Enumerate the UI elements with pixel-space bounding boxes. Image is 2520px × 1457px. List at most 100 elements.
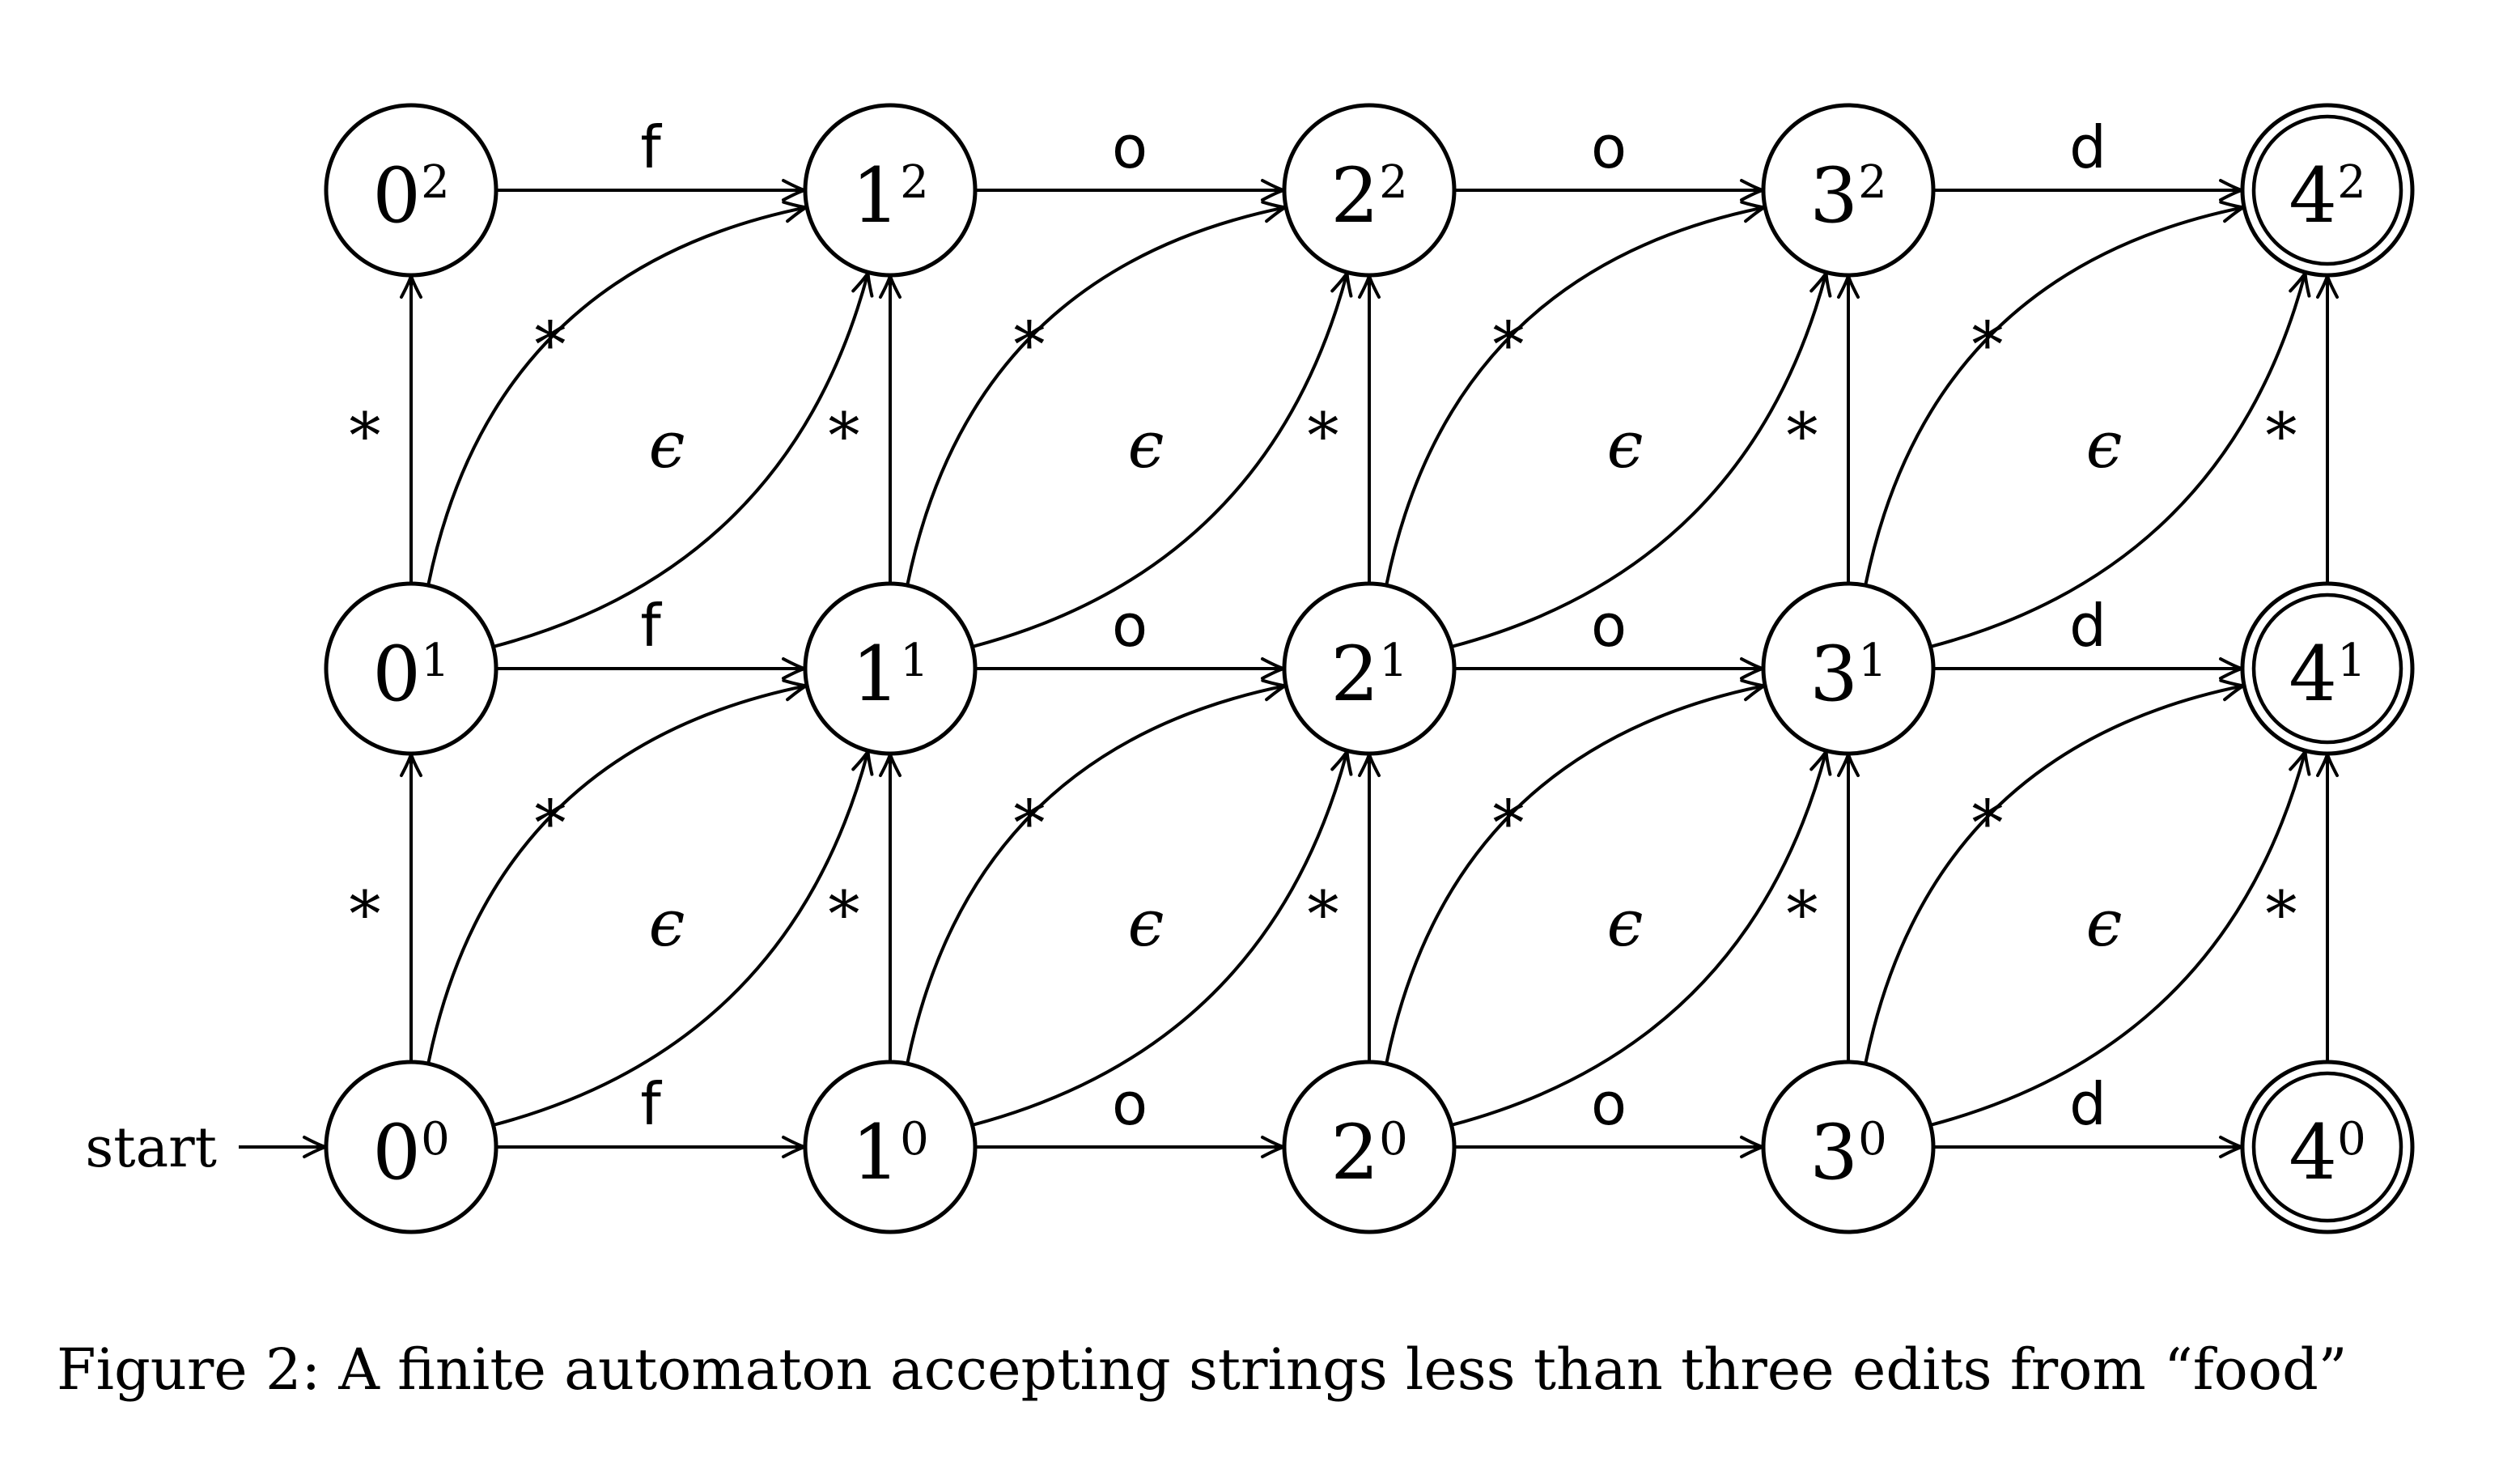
- state-2-0: 20: [1282, 1060, 1457, 1234]
- edge-label-3_1-3_2-vertical: ∗: [1780, 388, 1823, 461]
- edge-1_0-2_1-diag-star: [906, 678, 1291, 1063]
- edge-3_1-4_2-diag-star: [1864, 200, 2249, 584]
- accepting-inner-circle: [2251, 1071, 2403, 1223]
- edge-label-2_0-3_0-letter: o: [1591, 1070, 1627, 1138]
- state-circle: [2240, 581, 2415, 756]
- state-3-1: 31: [1761, 581, 1936, 756]
- state-circle: [803, 1060, 978, 1234]
- edge-2_1-3_2-diag-epsilon: [1452, 268, 1832, 648]
- state-circle: [1761, 1060, 1936, 1234]
- edge-label-1_1-2_2-diag-epsilon: ϵ: [1128, 407, 1165, 482]
- state-1-1: 11: [803, 581, 978, 756]
- edge-label-4_0-4_1-vertical: ∗: [2259, 866, 2302, 939]
- edge-0_0-1_1-diag-epsilon: [494, 746, 874, 1127]
- edge-label-1_0-2_1-diag-epsilon: ϵ: [1128, 886, 1165, 961]
- state-label: 31: [1809, 631, 1886, 719]
- state-label: 41: [2289, 631, 2365, 719]
- edge-2_0-3_1-diag-epsilon: [1452, 746, 1832, 1127]
- edge-label-2_0-3_1-diag-epsilon: ϵ: [1607, 886, 1644, 961]
- edge-label-0_0-1_0-letter: f: [640, 1070, 662, 1138]
- edge-label-2_1-3_2-diag-star: ∗: [1487, 296, 1529, 369]
- edge-0_0-1_1-diag-star: [426, 678, 812, 1063]
- state-circle: [1282, 103, 1457, 278]
- edge-2_1-3_2-diag-star: [1385, 200, 1770, 584]
- state-label: 21: [1330, 631, 1407, 719]
- state-4-1: 41: [2240, 581, 2415, 756]
- state-circle: [1761, 581, 1936, 756]
- edge-label-3_1-4_1-letter: d: [2069, 592, 2106, 660]
- accepting-inner-circle: [2251, 593, 2403, 745]
- edge-label-2_0-3_1-diag-star: ∗: [1487, 775, 1529, 847]
- state-1-0: 10: [803, 1060, 978, 1234]
- state-4-0: 40: [2240, 1060, 2415, 1234]
- edge-2_0-3_1-diag-star: [1385, 678, 1770, 1063]
- state-label: 32: [1809, 152, 1886, 240]
- edge-3_1-4_2-diag-epsilon: [1931, 268, 2311, 648]
- state-label: 12: [851, 152, 928, 240]
- edge-label-3_0-3_1-vertical: ∗: [1780, 866, 1823, 939]
- edge-label-0_1-1_1-letter: f: [640, 592, 662, 660]
- state-label: 10: [851, 1109, 928, 1197]
- state-1-2: 12: [803, 103, 978, 278]
- edge-label-0_1-1_2-diag-star: ∗: [528, 296, 571, 369]
- edge-label-0_0-0_1-vertical: ∗: [343, 866, 386, 939]
- state-circle: [803, 581, 978, 756]
- edge-label-1_0-1_1-vertical: ∗: [822, 866, 865, 939]
- state-label: 22: [1330, 152, 1407, 240]
- state-label: 11: [851, 631, 928, 719]
- edge-label-0_1-1_2-diag-epsilon: ϵ: [649, 407, 685, 482]
- state-label: 02: [372, 152, 449, 240]
- edge-0_1-1_2-diag-star: [426, 200, 812, 584]
- state-circle: [1282, 581, 1457, 756]
- state-0-0: 00: [324, 1060, 498, 1234]
- state-label: 20: [1330, 1109, 1407, 1197]
- state-label: 40: [2289, 1109, 2365, 1197]
- edge-label-2_0-2_1-vertical: ∗: [1301, 866, 1344, 939]
- state-circle: [324, 1060, 498, 1234]
- edge-label-1_1-2_2-diag-star: ∗: [1008, 296, 1050, 369]
- state-3-0: 30: [1761, 1060, 1936, 1234]
- state-0-2: 02: [324, 103, 498, 278]
- edge-label-3_0-4_1-diag-epsilon: ϵ: [2086, 886, 2123, 961]
- edge-1_1-2_2-diag-epsilon: [973, 268, 1353, 648]
- edge-label-1_1-2_1-letter: o: [1112, 592, 1148, 660]
- state-label: 30: [1809, 1109, 1886, 1197]
- edge-1_1-2_2-diag-star: [906, 200, 1291, 584]
- state-2-1: 21: [1282, 581, 1457, 756]
- state-circle: [2240, 1060, 2415, 1234]
- edge-label-2_1-3_1-letter: o: [1591, 592, 1627, 660]
- state-2-2: 22: [1282, 103, 1457, 278]
- state-circle: [803, 103, 978, 278]
- edge-label-1_0-2_1-diag-star: ∗: [1008, 775, 1050, 847]
- state-label: 42: [2289, 152, 2365, 240]
- edge-label-1_1-1_2-vertical: ∗: [822, 388, 865, 461]
- edge-label-3_1-4_2-diag-epsilon: ϵ: [2086, 407, 2123, 482]
- state-circle: [324, 103, 498, 278]
- edge-label-3_0-4_1-diag-star: ∗: [1966, 775, 2009, 847]
- edge-label-0_2-1_2-letter: f: [640, 113, 662, 181]
- edge-label-4_1-4_2-vertical: ∗: [2259, 388, 2302, 461]
- figure-caption: Figure 2: A finite automaton accepting s…: [57, 1336, 2348, 1403]
- state-4-2: 42: [2240, 103, 2415, 278]
- edge-label-3_1-4_2-diag-star: ∗: [1966, 296, 2009, 369]
- start-label: start: [85, 1116, 217, 1180]
- state-circle: [2240, 103, 2415, 278]
- edge-0_1-1_2-diag-epsilon: [494, 268, 874, 648]
- accepting-inner-circle: [2251, 114, 2403, 266]
- edge-label-1_0-2_0-letter: o: [1112, 1070, 1148, 1138]
- edge-label-2_2-3_2-letter: o: [1591, 113, 1627, 181]
- state-label: 01: [372, 631, 449, 719]
- edge-label-3_2-4_2-letter: d: [2069, 113, 2106, 181]
- state-circle: [1282, 1060, 1457, 1234]
- edge-label-0_0-1_1-diag-star: ∗: [528, 775, 571, 847]
- edge-label-2_1-3_2-diag-epsilon: ϵ: [1607, 407, 1644, 482]
- state-circle: [1761, 103, 1936, 278]
- state-label: 00: [372, 1109, 449, 1197]
- state-circle: [324, 581, 498, 756]
- edges-layer: [239, 179, 2339, 1158]
- edge-label-2_1-2_2-vertical: ∗: [1301, 388, 1344, 461]
- edge-label-0_0-1_1-diag-epsilon: ϵ: [649, 886, 685, 961]
- edge-1_0-2_1-diag-epsilon: [973, 746, 1353, 1127]
